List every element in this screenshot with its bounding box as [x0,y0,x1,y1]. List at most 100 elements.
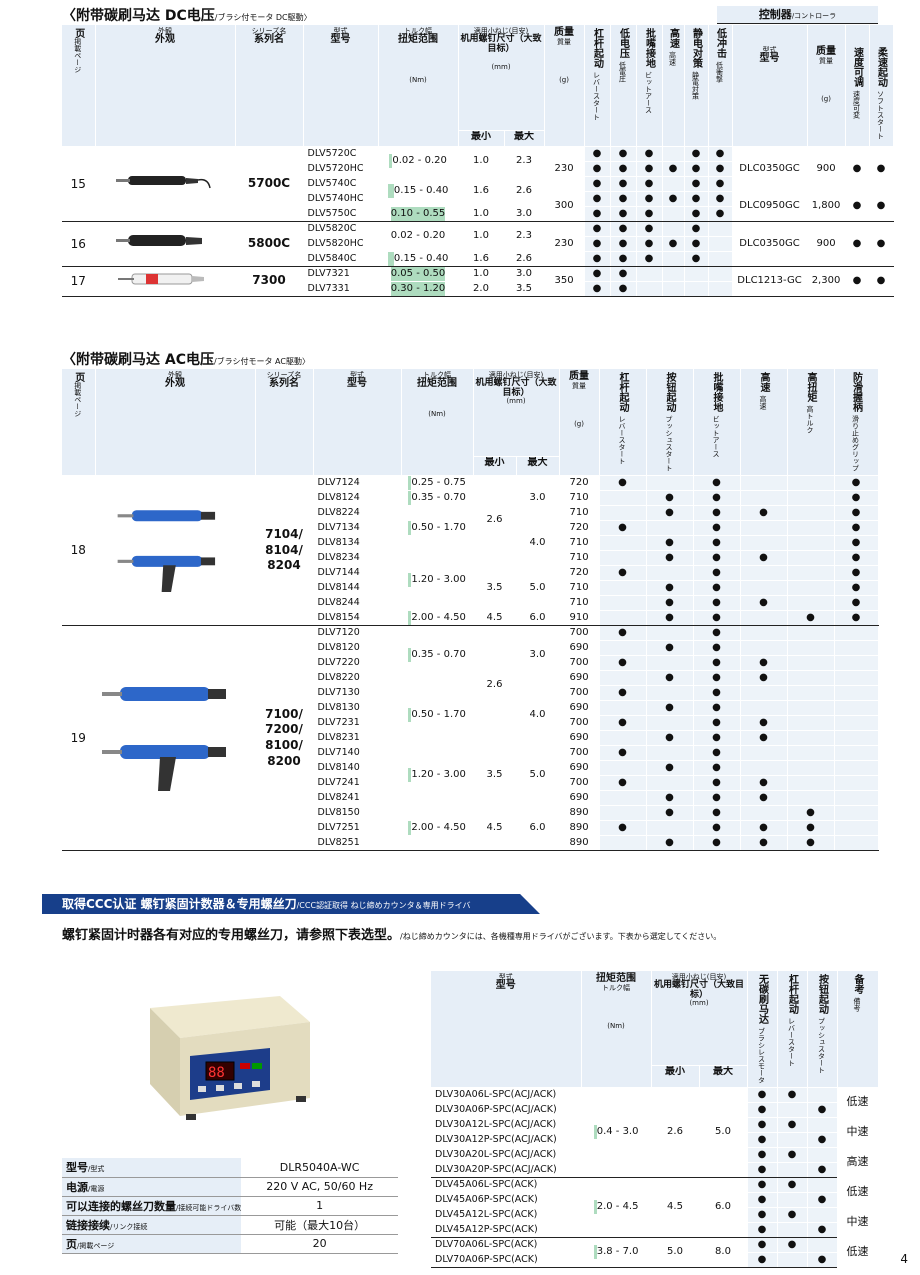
model-cell: DLV70A06P-SPC(ACK) [431,1252,582,1268]
model-cell: DLV8130 [313,700,402,716]
feature-dot: ● [807,1252,838,1268]
feature-dot [646,520,694,536]
model-cell: DLV7331 [303,281,379,297]
mass-cell: 710 [559,580,600,596]
product-photo [95,625,256,851]
feature-dot: ● [807,1162,838,1178]
feature-dot [777,1162,808,1178]
feature-dot: ● [646,805,694,821]
feature-dot [787,505,835,521]
mass-cell: 230 [544,221,585,267]
mass-cell: 710 [559,535,600,551]
feature-dot: ● [747,1162,778,1178]
info-key: 链接接续/リンク接続 [62,1215,242,1235]
screw-max-cell: 3.0 [516,625,560,686]
feature-dot: ● [646,835,694,851]
feature-dot [599,580,647,596]
info-row: 链接接续/リンク接続可能（最大10台） [62,1215,398,1235]
model-cell: DLV7140 [313,745,402,761]
feature-dot [599,550,647,566]
info-key-label: 链接接续 [66,1218,110,1232]
series-name: 7300 [235,266,304,297]
feature-dot [740,760,788,776]
feature-dot [807,1207,838,1223]
torque-value: 0.25 - 0.75 [411,476,466,488]
model-cell: DLV45A12P-SPC(ACK) [431,1222,582,1238]
col-lowv: 低电压 低電圧 [610,25,637,147]
soft-dot: ● [869,221,894,267]
feature-dot [646,655,694,671]
info-value: 1 [241,1196,398,1216]
col-remark: 备考 備考 [837,971,879,1088]
feature-dot [708,266,733,282]
torque-cell: 0.10 - 0.55 [378,206,459,222]
screw-min-cell: 1.0 [458,266,505,282]
feature-dot: ● [807,1222,838,1238]
col-torque: トルク幅扭矩范围(Nm) [378,25,459,147]
feature-dot [708,251,733,267]
feature-dot: ● [693,775,741,791]
feature-dot: ● [693,595,741,611]
feature-dot [740,745,788,761]
torque-cell: 0.30 - 1.20 [378,281,459,297]
feature-dot: ● [646,535,694,551]
feature-dot: ● [693,475,741,491]
controller-mass: 900 [807,146,846,192]
screw-max-cell: 5.0 [699,1087,748,1178]
model-cell: DLV8134 [313,535,402,551]
feature-dot: ● [646,505,694,521]
feature-dot [807,1237,838,1253]
feature-dot [636,281,663,297]
feature-dot: ● [599,625,647,641]
feature-dot [662,266,685,282]
mass-cell: 890 [559,820,600,836]
feature-dot [777,1132,808,1148]
feature-dot [662,206,685,222]
feature-dot [599,790,647,806]
feature-dot: ● [740,550,788,566]
feature-dot [787,550,835,566]
feature-dot [646,625,694,641]
model-cell: DLV7231 [313,715,402,731]
info-value: 220 V AC, 50/60 Hz [241,1177,398,1197]
feature-dot: ● [747,1117,778,1133]
feature-dot: ● [693,685,741,701]
controller-mass: 900 [807,221,846,267]
mass-cell: 700 [559,685,600,701]
ccc-spec-table: 型式型号 扭矩范围トルク幅(Nm) 適用小ねじ(目安)机用螺钉尺寸（大致目标）(… [431,971,879,1268]
torque-cell: 0.50 - 1.70 [401,505,474,551]
mass-cell: 690 [559,670,600,686]
mass-cell: 700 [559,715,600,731]
feature-dot: ● [740,835,788,851]
feature-dot: ● [584,266,611,282]
feature-dot: ● [834,490,879,506]
mass-cell: 710 [559,490,600,506]
feature-dot: ● [787,835,835,851]
feature-dot: ● [584,251,611,267]
screw-min-cell: 2.6 [473,625,517,746]
feature-dot: ● [693,625,741,641]
speed-dot: ● [845,191,870,222]
screw-max-cell: 5.0 [516,745,560,806]
model-cell: DLV30A12L-SPC(ACJ/ACK) [431,1117,582,1133]
feature-dot: ● [599,745,647,761]
mass-cell: 720 [559,475,600,491]
feature-dot: ● [747,1222,778,1238]
table-row: DLV5840C 0.15 - 0.40 1.6 2.6 ●●●● [62,251,893,267]
screw-min-cell: 5.0 [651,1237,700,1268]
feature-dot: ● [740,715,788,731]
feature-dot: ● [834,580,879,596]
info-key-jp: /型式 [88,1165,105,1174]
feature-dot: ● [777,1237,808,1253]
info-key: 型号/型式 [62,1158,242,1178]
product-photo [95,146,236,222]
model-cell: DLV7321 [303,266,379,282]
feature-dot: ● [693,700,741,716]
